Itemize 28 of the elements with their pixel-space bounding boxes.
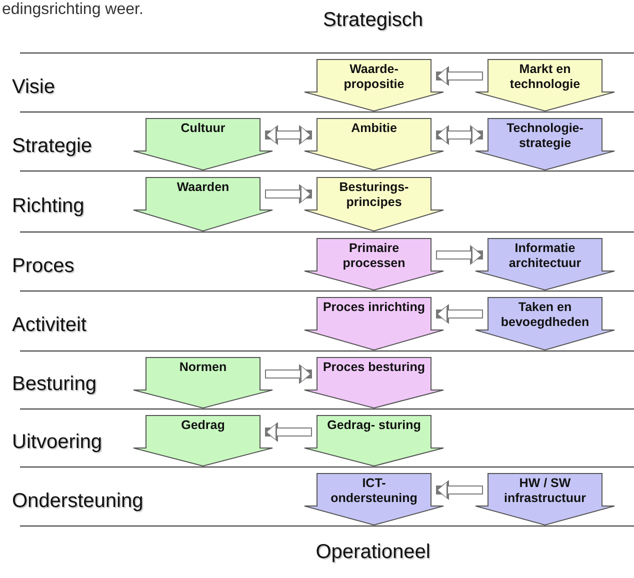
axis-title: Strategisch bbox=[322, 8, 424, 32]
arrow-label: Markt en technologie bbox=[508, 62, 582, 92]
arrow-label: Technologie- strategie bbox=[506, 121, 584, 151]
arrow-label: Proces inrichting bbox=[322, 300, 426, 315]
axis-title: Operationeel bbox=[314, 540, 432, 564]
arrow-label: HW / SW infrastructuur bbox=[503, 476, 587, 506]
arrow-label: Waarden bbox=[176, 180, 230, 195]
arrow-label: Gedrag bbox=[180, 418, 226, 433]
row-label: Ondersteuning bbox=[12, 488, 144, 512]
arrow-label: Normen bbox=[178, 360, 228, 375]
row-label: Strategie bbox=[12, 134, 92, 158]
arrow-label: Besturings- principes bbox=[338, 180, 410, 210]
arrow-label: Ambitie bbox=[350, 121, 398, 136]
arrow-label: Cultuur bbox=[180, 121, 226, 136]
arrow-label: Waarde- propositie bbox=[342, 62, 406, 92]
arrow-label: Proces besturing bbox=[322, 360, 426, 375]
arrow-label: ICT- ondersteuning bbox=[330, 476, 418, 506]
row-label: Besturing bbox=[12, 372, 96, 396]
heading-fragment: edingsrichting weer. bbox=[2, 0, 144, 19]
row-label: Activiteit bbox=[12, 313, 86, 337]
row-label: Richting bbox=[12, 194, 84, 218]
row-label: Visie bbox=[12, 74, 55, 98]
arrow-label: Gedrag- sturing bbox=[326, 418, 422, 433]
arrow-label: Informatie architectuur bbox=[508, 241, 582, 271]
row-label: Uitvoering bbox=[12, 430, 102, 454]
row-label: Proces bbox=[12, 254, 74, 278]
arrow-label: Primaire processen bbox=[342, 241, 406, 271]
arrow-label: Taken en bevoegdheden bbox=[500, 300, 590, 330]
